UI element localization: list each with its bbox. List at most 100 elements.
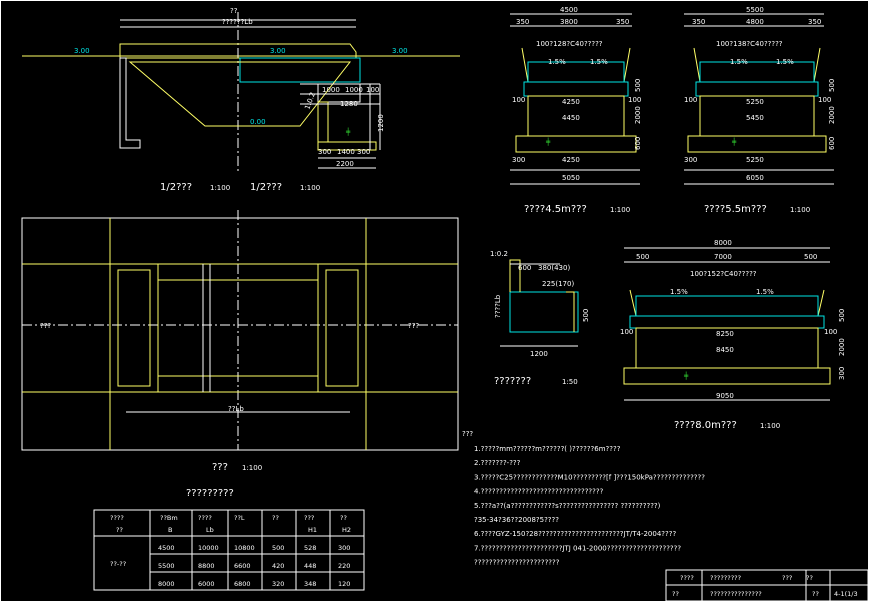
note-line: 2.???????-??? [474, 459, 521, 467]
table-title: ????????? [186, 488, 234, 499]
w80-dim-0: 8000 [714, 239, 732, 247]
w45-dim-4: 100 [512, 96, 525, 104]
note-line: 4.????????????????????????????????? [474, 488, 604, 496]
elev-left: 3.00 [74, 47, 90, 55]
svg-text:╪: ╪ [731, 137, 737, 146]
tb-r1c3: ??? [782, 574, 792, 582]
w55-dim-2: 4800 [746, 18, 764, 26]
plan-scale: 1:100 [242, 464, 262, 472]
dim-left-5: 1400 [337, 148, 355, 156]
note-line: ??????????????????????? [474, 559, 560, 567]
tsh-2: Lb [206, 526, 214, 534]
detail-dim-2: 380(430) [538, 264, 570, 272]
detail-dim-6: ????Lb [494, 294, 502, 318]
tb-r1c4: ?? [806, 574, 813, 582]
trapezoid-section [128, 61, 352, 127]
w80-dim-3: 500 [804, 253, 817, 261]
right-abutment-plan [317, 263, 367, 393]
table-cell: 300 [338, 544, 350, 552]
detail-scale: 1:50 [562, 378, 578, 386]
th-1: ??Bm [160, 514, 178, 522]
elev-right: 3.00 [392, 47, 408, 55]
w55-title: ????5.5m??? [704, 204, 767, 215]
table-cell: 10000 [198, 544, 219, 552]
tb-r1c2: ????????? [710, 574, 741, 582]
tsh-1: B [168, 526, 172, 534]
detail-dim-1: 600 [518, 264, 531, 272]
section-left-title: 1/2??? [160, 182, 192, 193]
table-cell: 8800 [198, 562, 215, 570]
elevation-view: ╪ [22, 12, 460, 172]
svg-text:╪: ╪ [683, 371, 689, 380]
railing-detail [500, 259, 579, 347]
w55-slope-right: 1.5% [776, 58, 794, 66]
dim-left-1: 1000 [345, 86, 363, 94]
w55-dim-6: 100 [818, 96, 831, 104]
notes-list: 1.?????mm??????m??????( )??????6m????2.?… [474, 445, 705, 567]
w45-dim-2: 3800 [560, 18, 578, 26]
table-cell: 500 [272, 544, 284, 552]
section-5-5m: ╪ [684, 13, 834, 185]
abutment-hatch [239, 57, 361, 83]
w45-slope-left: 1.5% [548, 58, 566, 66]
w55-dim-3: 350 [808, 18, 821, 26]
plan-axis-left: ??? [40, 322, 51, 330]
w55-dim-0: 5500 [746, 6, 764, 14]
w55-slab: 100?138?C40????? [716, 40, 783, 48]
parameters-table [93, 509, 365, 591]
note-line: 3.?????C25????????????M10?????????[f ]??… [474, 473, 705, 481]
w55-dim-1: 350 [692, 18, 705, 26]
w45-dim-8: 4250 [562, 156, 580, 164]
table-cell: 4500 [158, 544, 175, 552]
table-cell: 220 [338, 562, 350, 570]
w80-dim-7: 8450 [716, 346, 734, 354]
w80-slope-right: 1.5% [756, 288, 774, 296]
note-line: 6.????GYZ-150?28???????????????????????J… [474, 530, 676, 538]
w45-title: ????4.5m??? [524, 204, 587, 215]
w80-scale: 1:100 [760, 422, 780, 430]
right-wall [317, 101, 329, 143]
table-group-2: ??-?? [110, 560, 126, 568]
detail-dim-4: 1200 [530, 350, 548, 358]
th-5: ??? [304, 514, 314, 522]
w45-dim-3: 350 [616, 18, 629, 26]
w80-dim-8: 9050 [716, 392, 734, 400]
dim-left-7: 2200 [336, 160, 354, 168]
pile-symbol: ╪ [345, 127, 351, 136]
th-3: ??L [234, 514, 245, 522]
plan-axis-right: ??? [408, 322, 419, 330]
left-abutment-plan [109, 263, 159, 393]
table-cell: 5500 [158, 562, 175, 570]
tb-r2c1: ?? [672, 590, 679, 598]
title-block [665, 569, 869, 602]
note-line: ?35-34?36??2008?5???? [474, 516, 559, 524]
w45-slab: 100?128?C40????? [536, 40, 603, 48]
w55-dim-13: 300 [684, 156, 697, 164]
section-right-scale: 1:100 [300, 184, 320, 192]
dim-left-3: 1280 [340, 100, 358, 108]
table-group: ?? [116, 526, 123, 534]
table-cell: 6800 [234, 580, 251, 588]
right-footing [317, 141, 377, 151]
plan-boundary [21, 217, 459, 451]
w55-dim-8: 5250 [746, 156, 764, 164]
table-cell: 348 [304, 580, 316, 588]
th-6: ?? [340, 514, 347, 522]
w55-dim-10: 500 [828, 79, 836, 92]
table-cell: 120 [338, 580, 350, 588]
tb-r2c4: 4-1(1/3 [834, 590, 858, 598]
dim-left-2: 100 [366, 86, 379, 94]
dim-left-8: 1200 [377, 114, 385, 132]
w55-scale: 1:100 [790, 206, 810, 214]
tsh-6: H2 [342, 526, 351, 534]
dim-left-0: 1000 [322, 86, 340, 94]
table-cell: 420 [272, 562, 284, 570]
w45-dim-11: 2000 [634, 106, 642, 124]
w45-dim-13: 300 [512, 156, 525, 164]
w80-title: ????8.0m??? [674, 420, 737, 431]
section-8m: ╪ [623, 247, 831, 401]
w45-dim-5: 4250 [562, 98, 580, 106]
elevation-top-sub: ??????Lb [222, 18, 253, 26]
